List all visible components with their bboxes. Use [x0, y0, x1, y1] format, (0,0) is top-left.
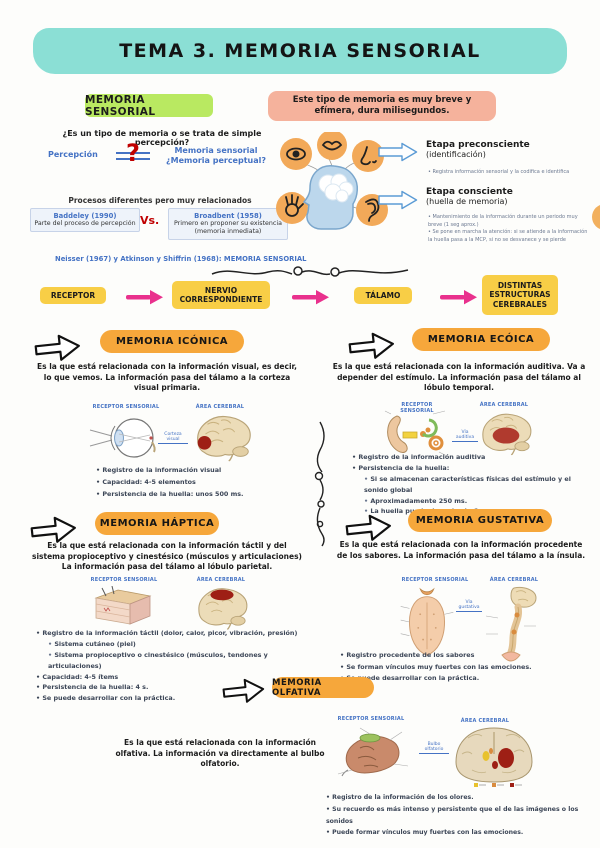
ecoica-link-label: Vía auditiva: [452, 430, 478, 442]
flow-step-nervio: NERVIO CORRESPONDIENTE: [172, 281, 270, 309]
page-title: TEMA 3. MEMORIA SENSORIAL: [119, 40, 481, 62]
haptica-title-badge: MEMORIA HÁPTICA: [95, 512, 219, 535]
flow-step-estructuras: DISTINTAS ESTRUCTURAS CEREBRALES: [482, 275, 558, 315]
iconica-bullets: Registro de la información visual Capaci…: [96, 464, 286, 501]
etapa-consciente: Etapa consciente (huella de memoria): [426, 187, 586, 206]
ecoica-receptor-caption: RECEPTOR SENSORIAL: [400, 402, 434, 414]
hand-icon: [285, 194, 304, 217]
flow-step-receptor: RECEPTOR: [40, 287, 106, 304]
olfativa-title-badge: MEMORIA OLFATIVA: [272, 677, 374, 698]
pre-stage-title: Etapa preconsciente: [426, 140, 530, 150]
skin-diagram: [88, 586, 158, 628]
con-stage-sub: (huella de memoria): [426, 197, 508, 206]
olfativa-link-label: Bulbo olfatorio: [419, 742, 449, 754]
temporal-highlight: [492, 427, 520, 444]
pink-arrow-icon: [124, 289, 164, 305]
haptica-desc: Es la que está relacionada con la inform…: [32, 541, 302, 571]
baddeley-text: Parte del proceso de percepción: [34, 220, 136, 228]
title-banner: TEMA 3. MEMORIA SENSORIAL: [33, 28, 567, 74]
gustativa-area-caption: ÁREA CEREBRAL: [489, 577, 539, 583]
ear-icon: [365, 198, 380, 222]
flow-step-talamo: TÁLAMO: [354, 287, 412, 304]
iconica-title-badge: MEMORIA ICÓNICA: [100, 330, 244, 353]
percepcion-label: Percepción: [48, 150, 98, 159]
brevity-note: Este tipo de memoria es muy breve y efím…: [268, 91, 496, 121]
olfativa-bullets: Registro de la información de los olores…: [326, 792, 592, 839]
black-arrow-icon: [221, 674, 268, 708]
con-stage-title: Etapa consciente: [426, 187, 513, 197]
broadbent-box: Broadbent (1958) Primero en proponer su …: [168, 208, 288, 241]
black-arrow-icon: [32, 330, 83, 367]
ecoica-title-badge: MEMORIA ECÓICA: [412, 328, 550, 351]
olfativa-receptor-caption: RECEPTOR SENSORIAL: [337, 716, 405, 722]
gustativa-bullets: Registro procedente de los sabores Se fo…: [340, 650, 584, 685]
haptica-receptor-caption: RECEPTOR SENSORIAL: [90, 577, 158, 583]
ecoica-area-caption: ÁREA CEREBRAL: [479, 402, 529, 408]
con-stage-bullets: Mantenimiento de la información durante …: [428, 214, 588, 244]
nose-icon: [360, 146, 377, 166]
parietal-highlight: [210, 589, 234, 601]
iconica-link-label: Corteza visual: [158, 432, 188, 444]
olfativa-desc: Es la que está relacionada con la inform…: [115, 738, 325, 768]
legend-swatches: [474, 783, 522, 787]
iconica-area-caption: ÁREA CEREBRAL: [195, 404, 245, 410]
iconica-desc: Es la que está relacionada con la inform…: [37, 362, 297, 392]
eye-diagram: [88, 414, 160, 462]
blue-arrow-icon: [378, 142, 418, 162]
occipital-highlight: [197, 436, 212, 450]
black-arrow-icon: [346, 328, 397, 365]
blue-arrow-icon: [378, 190, 418, 210]
baddeley-box: Baddeley (1990) Parte del proceso de per…: [30, 208, 140, 233]
baddeley-title: Baddeley (1990): [53, 212, 117, 220]
haptica-brain-image: [190, 583, 254, 630]
head-senses-illustration: [276, 132, 388, 240]
gustativa-link-label: Vía gustativa: [456, 600, 482, 612]
blue-line: [116, 158, 150, 160]
broadbent-text: Primero en proponer su existencia (memor…: [173, 220, 282, 236]
pre-stage-sub: (identificación): [426, 150, 486, 159]
gustativa-receptor-caption: RECEPTOR SENSORIAL: [401, 577, 469, 583]
decorative-orange-shape: [592, 204, 600, 230]
question-mark-icon: ?: [126, 139, 140, 167]
haptica-bullets: Registro de la información táctil (dolor…: [36, 628, 306, 704]
squiggle-divider: [208, 260, 412, 284]
memoria-sensorial-question: Memoria sensorial ¿Memoria perceptual?: [165, 146, 267, 166]
ecoica-desc: Es la que está relacionada con la inform…: [332, 362, 586, 392]
brain-section-diagram: [448, 724, 540, 788]
blue-line: [116, 152, 150, 154]
pre-stage-bullets: Registra información sensorial y la codi…: [428, 169, 586, 177]
iconica-receptor-caption: RECEPTOR SENSORIAL: [92, 404, 160, 410]
mouth-icon: [321, 140, 343, 151]
olfativa-area-caption: ÁREA CEREBRAL: [460, 718, 510, 724]
brain-cloud-icon: [318, 173, 354, 203]
intro-question: ¿Es un tipo de memoria o se trata de sim…: [62, 129, 262, 147]
pink-arrow-icon: [438, 289, 478, 305]
eye-icon: [286, 147, 306, 161]
vertical-squiggle-divider: [310, 420, 330, 548]
olfactory-area-highlight: [498, 748, 514, 768]
question-mark-graphic: ?: [116, 139, 150, 173]
gustativa-title-badge: MEMORIA GUSTATIVA: [408, 509, 552, 532]
haptica-area-caption: ÁREA CEREBRAL: [196, 577, 246, 583]
procesos-label: Procesos diferentes pero muy relacionado…: [68, 196, 252, 205]
vs-label: Vs.: [140, 214, 160, 227]
iconica-brain-image: [188, 410, 258, 462]
etapa-preconsciente: Etapa preconsciente (identificación): [426, 140, 586, 159]
reference-line: Neisser (1967) y Atkinson y Shiffrin (19…: [55, 255, 307, 263]
nose-diagram: [330, 726, 418, 778]
broadbent-title: Broadbent (1958): [194, 212, 262, 220]
memoria-sensorial-badge: MEMORIA SENSORIAL: [85, 94, 213, 118]
pink-arrow-icon: [290, 289, 330, 305]
ecoica-brain-image: [474, 408, 538, 456]
gustativa-desc: Es la que está relacionada con la inform…: [336, 540, 586, 560]
